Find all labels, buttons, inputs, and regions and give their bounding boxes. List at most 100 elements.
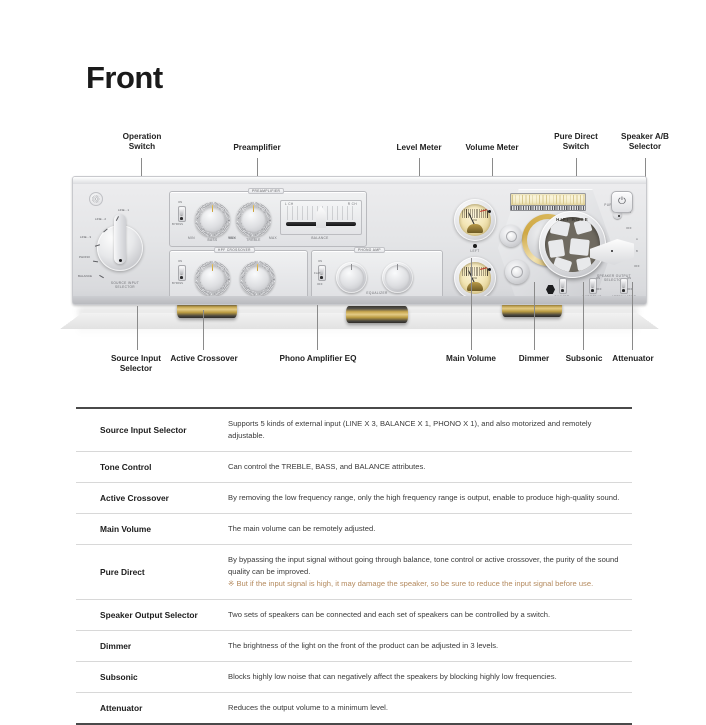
callout-dimmer: Dimmer <box>518 354 550 363</box>
turnover-knob-label: TURNOVER / Hz <box>338 299 368 303</box>
vu-left-led <box>472 243 478 248</box>
vu-left-hub <box>467 224 483 233</box>
attenuator-switch-bat <box>622 280 626 287</box>
treble-knob[interactable] <box>236 202 271 237</box>
balance-right-label: R CH <box>347 202 357 206</box>
hpf-slope-knob[interactable] <box>240 261 275 296</box>
vu-right-scale <box>462 267 488 276</box>
table-cell-value: The brightness of the light on the front… <box>228 641 499 650</box>
phono-panel-tag: PHONO AMP <box>354 247 385 253</box>
leader-operation-switch <box>141 158 142 180</box>
source-tick-balance <box>99 274 104 279</box>
table-cell-key: Main Volume <box>100 524 152 534</box>
dimmer-switch[interactable] <box>559 278 567 294</box>
callout-phono-amplifier-eq: Phono Amplifier EQ <box>279 354 357 363</box>
callout-subsonic: Subsonic <box>565 354 603 363</box>
phono-flat-toggle[interactable] <box>318 265 326 281</box>
bass-knob-label: BASS <box>207 238 218 242</box>
table-cell-value: Supports 5 kinds of external input (LINE… <box>228 419 592 440</box>
balance-slider-label: BALANCE <box>311 236 329 240</box>
amplifier-illustration: LINE - 1 LINE - 2 LINE - 3 PHONO BALANCE… <box>60 165 659 350</box>
table-row: Speaker Output Selector Two sets of spea… <box>76 600 632 631</box>
subsonic-switch[interactable] <box>589 278 597 294</box>
source-label-phono: PHONO <box>79 255 91 259</box>
callout-attenuator: Attenuator <box>612 354 654 363</box>
preamp-bypass-toggle[interactable] <box>178 206 186 222</box>
hpf-frequency-knob[interactable] <box>195 261 230 296</box>
vu-left-unit: VU <box>472 218 478 222</box>
amplifier-foot-left <box>177 301 237 318</box>
table-cell-key: Active Crossover <box>100 493 169 503</box>
leader-dimmer <box>534 282 535 350</box>
front-panel-page: Front Operation Switch Preamplifier Leve… <box>60 60 669 725</box>
table-cell-warning: ※ But if the input signal is high, it ma… <box>228 579 594 588</box>
table-cell-value: By bypassing the input signal without go… <box>228 555 619 576</box>
gear-upper-hub <box>505 230 517 242</box>
preamplifier-panel: PREAMPLIFIER ON BYPASS BASS MIN MAX <box>169 188 367 247</box>
balance-slider[interactable]: L CH R CH <box>280 200 362 235</box>
attenuator-switch-nub <box>622 289 625 292</box>
treble-knob-min: MIN <box>229 236 236 240</box>
subsonic-on-label: ON <box>596 276 601 280</box>
phono-toggle-on-label: ON <box>318 259 323 263</box>
phono-amp-panel: PHONO AMP ON FLAT OFF EQUALIZER <box>311 247 443 299</box>
source-dial-pointer-bar <box>114 214 126 264</box>
balance-thumb[interactable] <box>316 206 326 228</box>
rolloff-knob-indicator <box>396 264 399 270</box>
table-row: Main Volume The main volume can be remot… <box>76 514 632 545</box>
slope-knob-label: DATA / dB <box>262 299 280 303</box>
crossover-toggle-on-label: ON <box>178 259 183 263</box>
table-row: Attenuator Reduces the output volume to … <box>76 693 632 725</box>
source-input-dial[interactable] <box>97 214 143 271</box>
table-cell-key: Pure Direct <box>100 567 145 577</box>
gear-lower-hub <box>511 266 523 278</box>
dimmer-switch-bat <box>561 280 565 287</box>
table-cell-value: Two sets of speakers can be connected an… <box>228 610 551 619</box>
table-cell-value-multiline: By bypassing the input signal without go… <box>228 545 632 599</box>
table-cell-key: Speaker Output Selector <box>100 610 198 620</box>
slope-knob-indicator <box>256 264 259 271</box>
crossover-bypass-toggle[interactable] <box>178 265 186 281</box>
table-row: Source Input Selector Supports 5 kinds o… <box>76 407 632 452</box>
equalizer-section-label: EQUALIZER <box>366 291 388 295</box>
crossover-toggle-bypass-label: BYPASS <box>172 281 183 285</box>
treble-knob-max: MAX <box>269 236 277 240</box>
main-volume-wheel[interactable]: HIFI ROSE <box>539 211 606 278</box>
volume-meter-base <box>510 205 586 211</box>
leader-main-volume <box>471 258 472 350</box>
callout-volume-meter: Volume Meter <box>465 143 519 152</box>
table-row: Pure Direct By bypassing the input signa… <box>76 545 632 600</box>
subsonic-switch-bat <box>591 280 595 287</box>
leader-source-input-selector <box>137 306 138 350</box>
treble-knob-label: TREBLE <box>246 238 261 242</box>
preamplifier-panel-tag: PREAMPLIFIER <box>248 188 285 194</box>
callout-preamplifier: Preamplifier <box>233 143 281 152</box>
volume-wheel-web <box>545 217 600 272</box>
leader-subsonic <box>583 282 584 350</box>
pure-direct-knob[interactable] <box>613 210 622 219</box>
table-cell-key: Attenuator <box>100 703 143 713</box>
table-row: Dimmer The brightness of the light on th… <box>76 631 632 662</box>
rolloff-knob[interactable] <box>382 262 413 293</box>
phono-toggle-flat-label: FLAT <box>314 271 321 275</box>
turnover-knob[interactable] <box>336 262 367 293</box>
bass-knob-indicator <box>211 205 214 212</box>
source-label-line3: LINE - 3 <box>80 235 92 239</box>
bass-knob[interactable] <box>195 202 230 237</box>
leader-attenuator <box>632 282 633 350</box>
callout-pure-direct-switch: Pure Direct Switch <box>554 132 598 151</box>
power-icon[interactable]: ⏻ <box>611 191 633 213</box>
vu-right-face: VU <box>459 262 491 294</box>
vu-right-unit: VU <box>472 276 478 280</box>
turnover-knob-indicator <box>350 264 353 270</box>
attenuator-switch[interactable] <box>620 278 628 294</box>
phono-toggle-nub <box>320 276 323 279</box>
attenuator-switch-label: ATTENUATOR <box>611 295 637 299</box>
callout-main-volume: Main Volume <box>446 354 496 363</box>
crossover-panel-tag: HPF CROSSOVER <box>214 247 255 253</box>
table-cell-key: Subsonic <box>100 672 138 682</box>
leader-active-crossover <box>203 310 204 350</box>
active-crossover-panel: HPF CROSSOVER ON BYPASS <box>169 247 308 299</box>
gear-upper <box>497 222 525 250</box>
page-title: Front <box>86 60 163 95</box>
